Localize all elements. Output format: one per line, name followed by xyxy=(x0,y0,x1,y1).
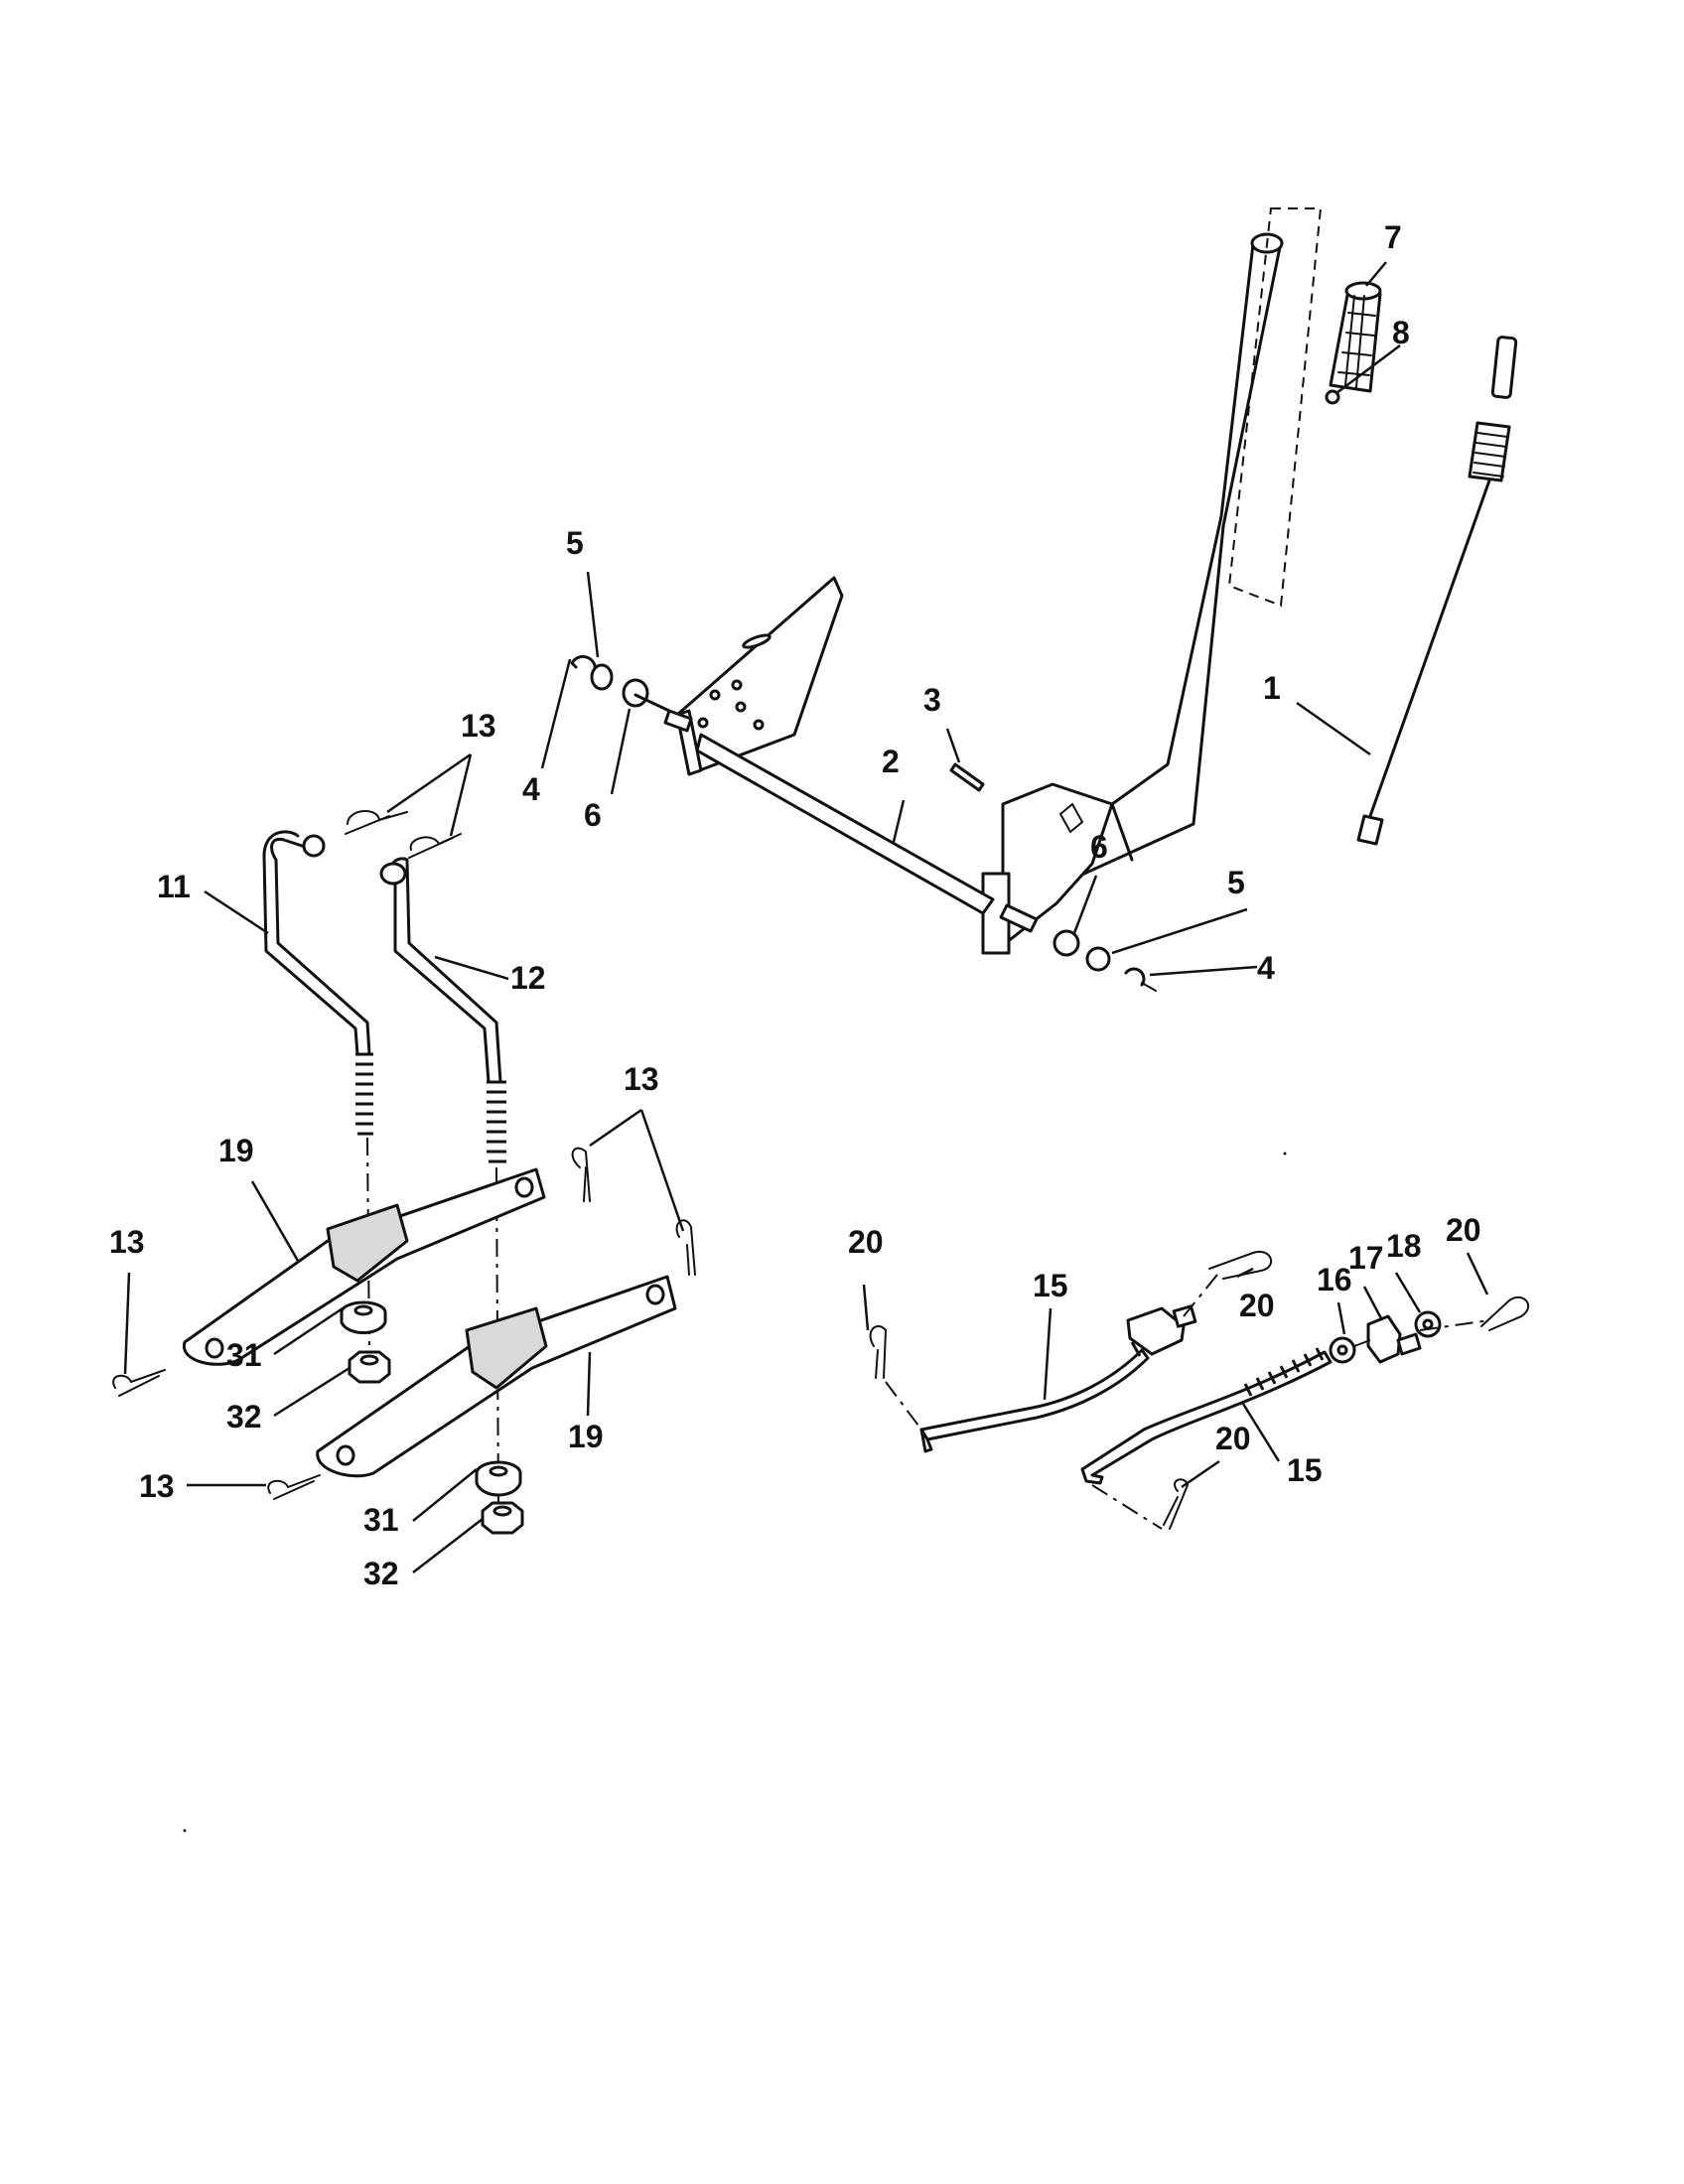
roll-pin xyxy=(949,762,985,792)
hairpin-clip-2 xyxy=(408,833,462,859)
callout-15-upper: 15 xyxy=(1033,1268,1068,1303)
callout-18: 18 xyxy=(1386,1228,1422,1264)
callout-5-left: 5 xyxy=(566,525,584,561)
callout-20-left: 20 xyxy=(848,1224,884,1260)
callout-1: 1 xyxy=(1263,670,1281,706)
callout-labels: 7 8 1 2 3 5 4 6 6 5 4 13 11 12 13 19 13 … xyxy=(109,219,1481,1591)
lock-nut xyxy=(1414,1310,1442,1338)
spacer-upper xyxy=(340,1300,387,1334)
lift-arm-lower xyxy=(316,1275,677,1478)
flat-washer xyxy=(1329,1336,1356,1364)
callout-7: 7 xyxy=(1384,219,1402,255)
callout-leaders xyxy=(123,261,1489,1573)
callout-13-top: 13 xyxy=(461,708,496,744)
callout-2: 2 xyxy=(882,744,900,779)
callout-19-upper: 19 xyxy=(218,1133,254,1168)
cross-shaft xyxy=(663,709,1039,933)
callout-20-lower: 20 xyxy=(1215,1421,1251,1456)
bushing-left xyxy=(622,678,649,708)
lift-link-left xyxy=(262,830,373,1136)
callout-31-lower: 31 xyxy=(363,1502,399,1538)
hairpin-clip-3 xyxy=(571,1147,591,1202)
callout-6-right: 6 xyxy=(1090,829,1108,865)
callout-4-left: 4 xyxy=(522,771,540,807)
nut-upper xyxy=(348,1350,391,1384)
callout-11: 11 xyxy=(157,869,191,904)
callout-4-right: 4 xyxy=(1257,950,1275,986)
adjustment-rod-upper xyxy=(919,1304,1197,1453)
cotter-pin-4 xyxy=(1163,1478,1190,1530)
hairpin-clip-6 xyxy=(267,1474,321,1500)
grip-retaining-nut xyxy=(1325,389,1340,405)
hairpin-clip-4 xyxy=(675,1219,696,1276)
callout-32-upper: 32 xyxy=(226,1399,262,1434)
callout-12: 12 xyxy=(510,960,546,996)
bushing-right xyxy=(1052,929,1080,957)
callout-20-right: 20 xyxy=(1446,1212,1481,1248)
nut-lower xyxy=(481,1501,524,1535)
washer-left xyxy=(590,663,614,691)
retainer-ring-right xyxy=(1124,967,1146,987)
lift-lever-handle xyxy=(981,232,1284,955)
callout-13-left: 13 xyxy=(109,1224,145,1260)
callout-32-lower: 32 xyxy=(363,1556,399,1591)
callout-16: 16 xyxy=(1317,1262,1352,1297)
lift-link-right xyxy=(379,857,506,1163)
hairpin-clip-5 xyxy=(112,1369,166,1397)
callout-6-left: 6 xyxy=(584,797,602,833)
cotter-pin-3 xyxy=(1480,1296,1529,1331)
callout-19-lower: 19 xyxy=(568,1419,604,1454)
callout-13-mid: 13 xyxy=(624,1061,659,1097)
cotter-pin-2 xyxy=(1208,1250,1273,1280)
grip-position-outline xyxy=(1227,207,1323,608)
hairpin-clip-1 xyxy=(345,810,408,835)
lift-cable xyxy=(1356,336,1518,846)
callout-3: 3 xyxy=(923,682,941,718)
adjustment-rod-lower xyxy=(1080,1347,1333,1485)
cotter-pin-1 xyxy=(869,1325,888,1379)
callout-8: 8 xyxy=(1392,315,1410,350)
lift-arm-upper xyxy=(183,1167,546,1366)
callout-20-mid: 20 xyxy=(1239,1288,1275,1323)
callout-5-right: 5 xyxy=(1227,865,1245,900)
washer-right xyxy=(1085,946,1111,972)
handle-grip xyxy=(1329,281,1382,393)
spacer-lower xyxy=(475,1460,522,1497)
callout-31-upper: 31 xyxy=(226,1337,262,1373)
callout-15-lower: 15 xyxy=(1287,1452,1323,1488)
callout-13-bottom: 13 xyxy=(139,1468,175,1504)
trunnion-block xyxy=(1366,1314,1422,1364)
callout-17: 17 xyxy=(1348,1240,1384,1276)
